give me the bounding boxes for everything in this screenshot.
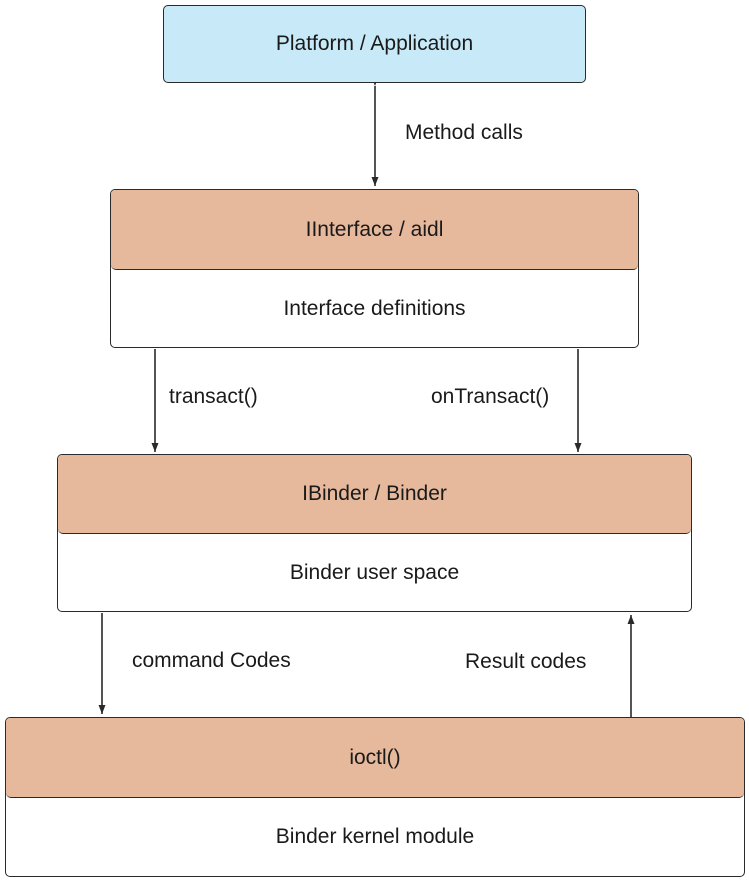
on-transact-label: onTransact() xyxy=(431,385,550,408)
binder-layer-box: IBinder / Binder Binder user space xyxy=(57,454,692,612)
kernel-layer-box: ioctl() Binder kernel module xyxy=(5,717,745,877)
binder-body-label: Binder user space xyxy=(289,560,460,584)
interface-layer-header: IInterface / aidl xyxy=(111,190,638,270)
transact-label: transact() xyxy=(169,385,258,408)
binder-layer-header: IBinder / Binder xyxy=(58,455,691,534)
method-calls-label: Method calls xyxy=(405,121,523,144)
binder-header-label: IBinder / Binder xyxy=(302,482,447,505)
binder-layer-body: Binder user space xyxy=(58,534,691,611)
platform-application-label: Platform / Application xyxy=(275,32,474,55)
interface-layer-box: IInterface / aidl Interface definitions xyxy=(110,189,639,348)
kernel-header-label: ioctl() xyxy=(349,745,401,769)
interface-header-label: IInterface / aidl xyxy=(305,217,444,241)
interface-body-label: Interface definitions xyxy=(283,296,466,320)
interface-layer-body: Interface definitions xyxy=(111,270,638,347)
result-codes-label: Result codes xyxy=(465,650,587,673)
kernel-layer-header: ioctl() xyxy=(6,718,744,798)
command-codes-label: command Codes xyxy=(132,649,291,672)
kernel-layer-body: Binder kernel module xyxy=(6,798,744,876)
platform-application-box: Platform / Application xyxy=(163,5,586,83)
kernel-body-label: Binder kernel module xyxy=(275,825,475,848)
